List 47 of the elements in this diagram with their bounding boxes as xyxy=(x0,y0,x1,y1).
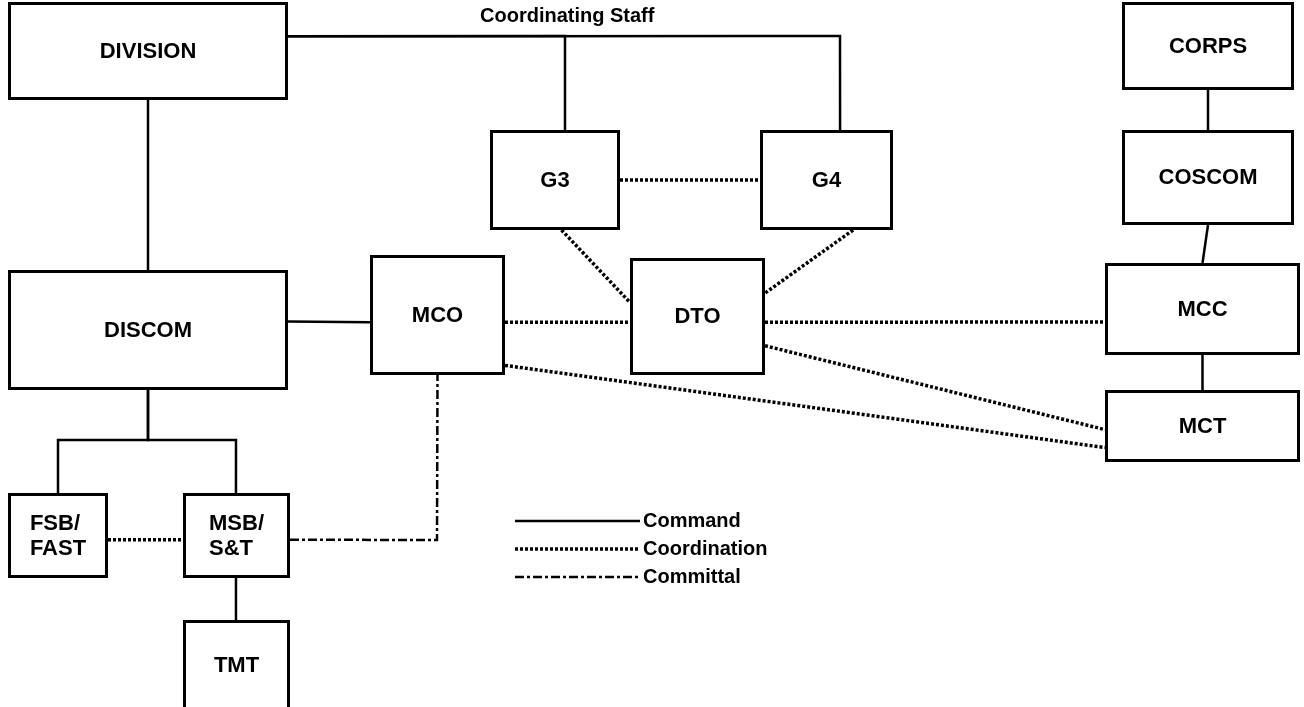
command-line xyxy=(146,390,238,493)
legend-label: Coordination xyxy=(643,537,768,560)
org-box xyxy=(1105,390,1300,462)
org-box xyxy=(1105,263,1300,355)
command-line xyxy=(288,320,370,324)
legend-label: Command xyxy=(643,509,741,532)
org-box xyxy=(1122,2,1294,90)
coordination-line xyxy=(764,344,1106,432)
unit-label: DIVISION xyxy=(99,38,197,64)
coordination-line xyxy=(560,228,632,304)
org-box xyxy=(183,493,290,578)
committal-line xyxy=(290,375,439,542)
unit-label: MCT xyxy=(1178,413,1227,439)
unit-label: FSB/ FAST xyxy=(29,511,87,560)
unit-label: DISCOM xyxy=(104,317,192,343)
coordination-line xyxy=(108,538,183,542)
command-line xyxy=(146,100,150,270)
command-line xyxy=(234,578,238,620)
legend-label: Committal xyxy=(643,565,741,588)
unit-label: MSB/ S&T xyxy=(209,511,264,560)
command-line xyxy=(1201,355,1204,390)
unit-label: MCO xyxy=(411,302,464,328)
command-line xyxy=(1206,90,1210,130)
org-box xyxy=(8,493,108,578)
org-box xyxy=(8,2,288,100)
org-box xyxy=(183,620,290,707)
command-line xyxy=(288,34,842,130)
unit-label: G4 xyxy=(811,167,842,193)
org-box xyxy=(8,270,288,390)
coordination-line xyxy=(765,320,1105,325)
org-box xyxy=(490,130,620,230)
org-box xyxy=(760,130,893,230)
coordination-line xyxy=(763,228,855,295)
coordination-line xyxy=(504,363,1106,450)
command-line xyxy=(1201,224,1210,264)
coordination-line xyxy=(505,320,630,325)
unit-label: TMT xyxy=(213,652,260,678)
unit-label: CORPS xyxy=(1168,33,1248,59)
unit-label: COSCOM xyxy=(1158,165,1258,190)
org-box xyxy=(370,255,505,375)
org-box xyxy=(630,258,765,375)
coordination-line xyxy=(620,178,760,182)
unit-label: MCC xyxy=(1177,296,1228,322)
staff-label: Coordinating Staff xyxy=(480,4,655,27)
org-box xyxy=(1122,130,1294,225)
unit-label: G3 xyxy=(540,167,570,193)
unit-label: DTO xyxy=(674,304,721,329)
